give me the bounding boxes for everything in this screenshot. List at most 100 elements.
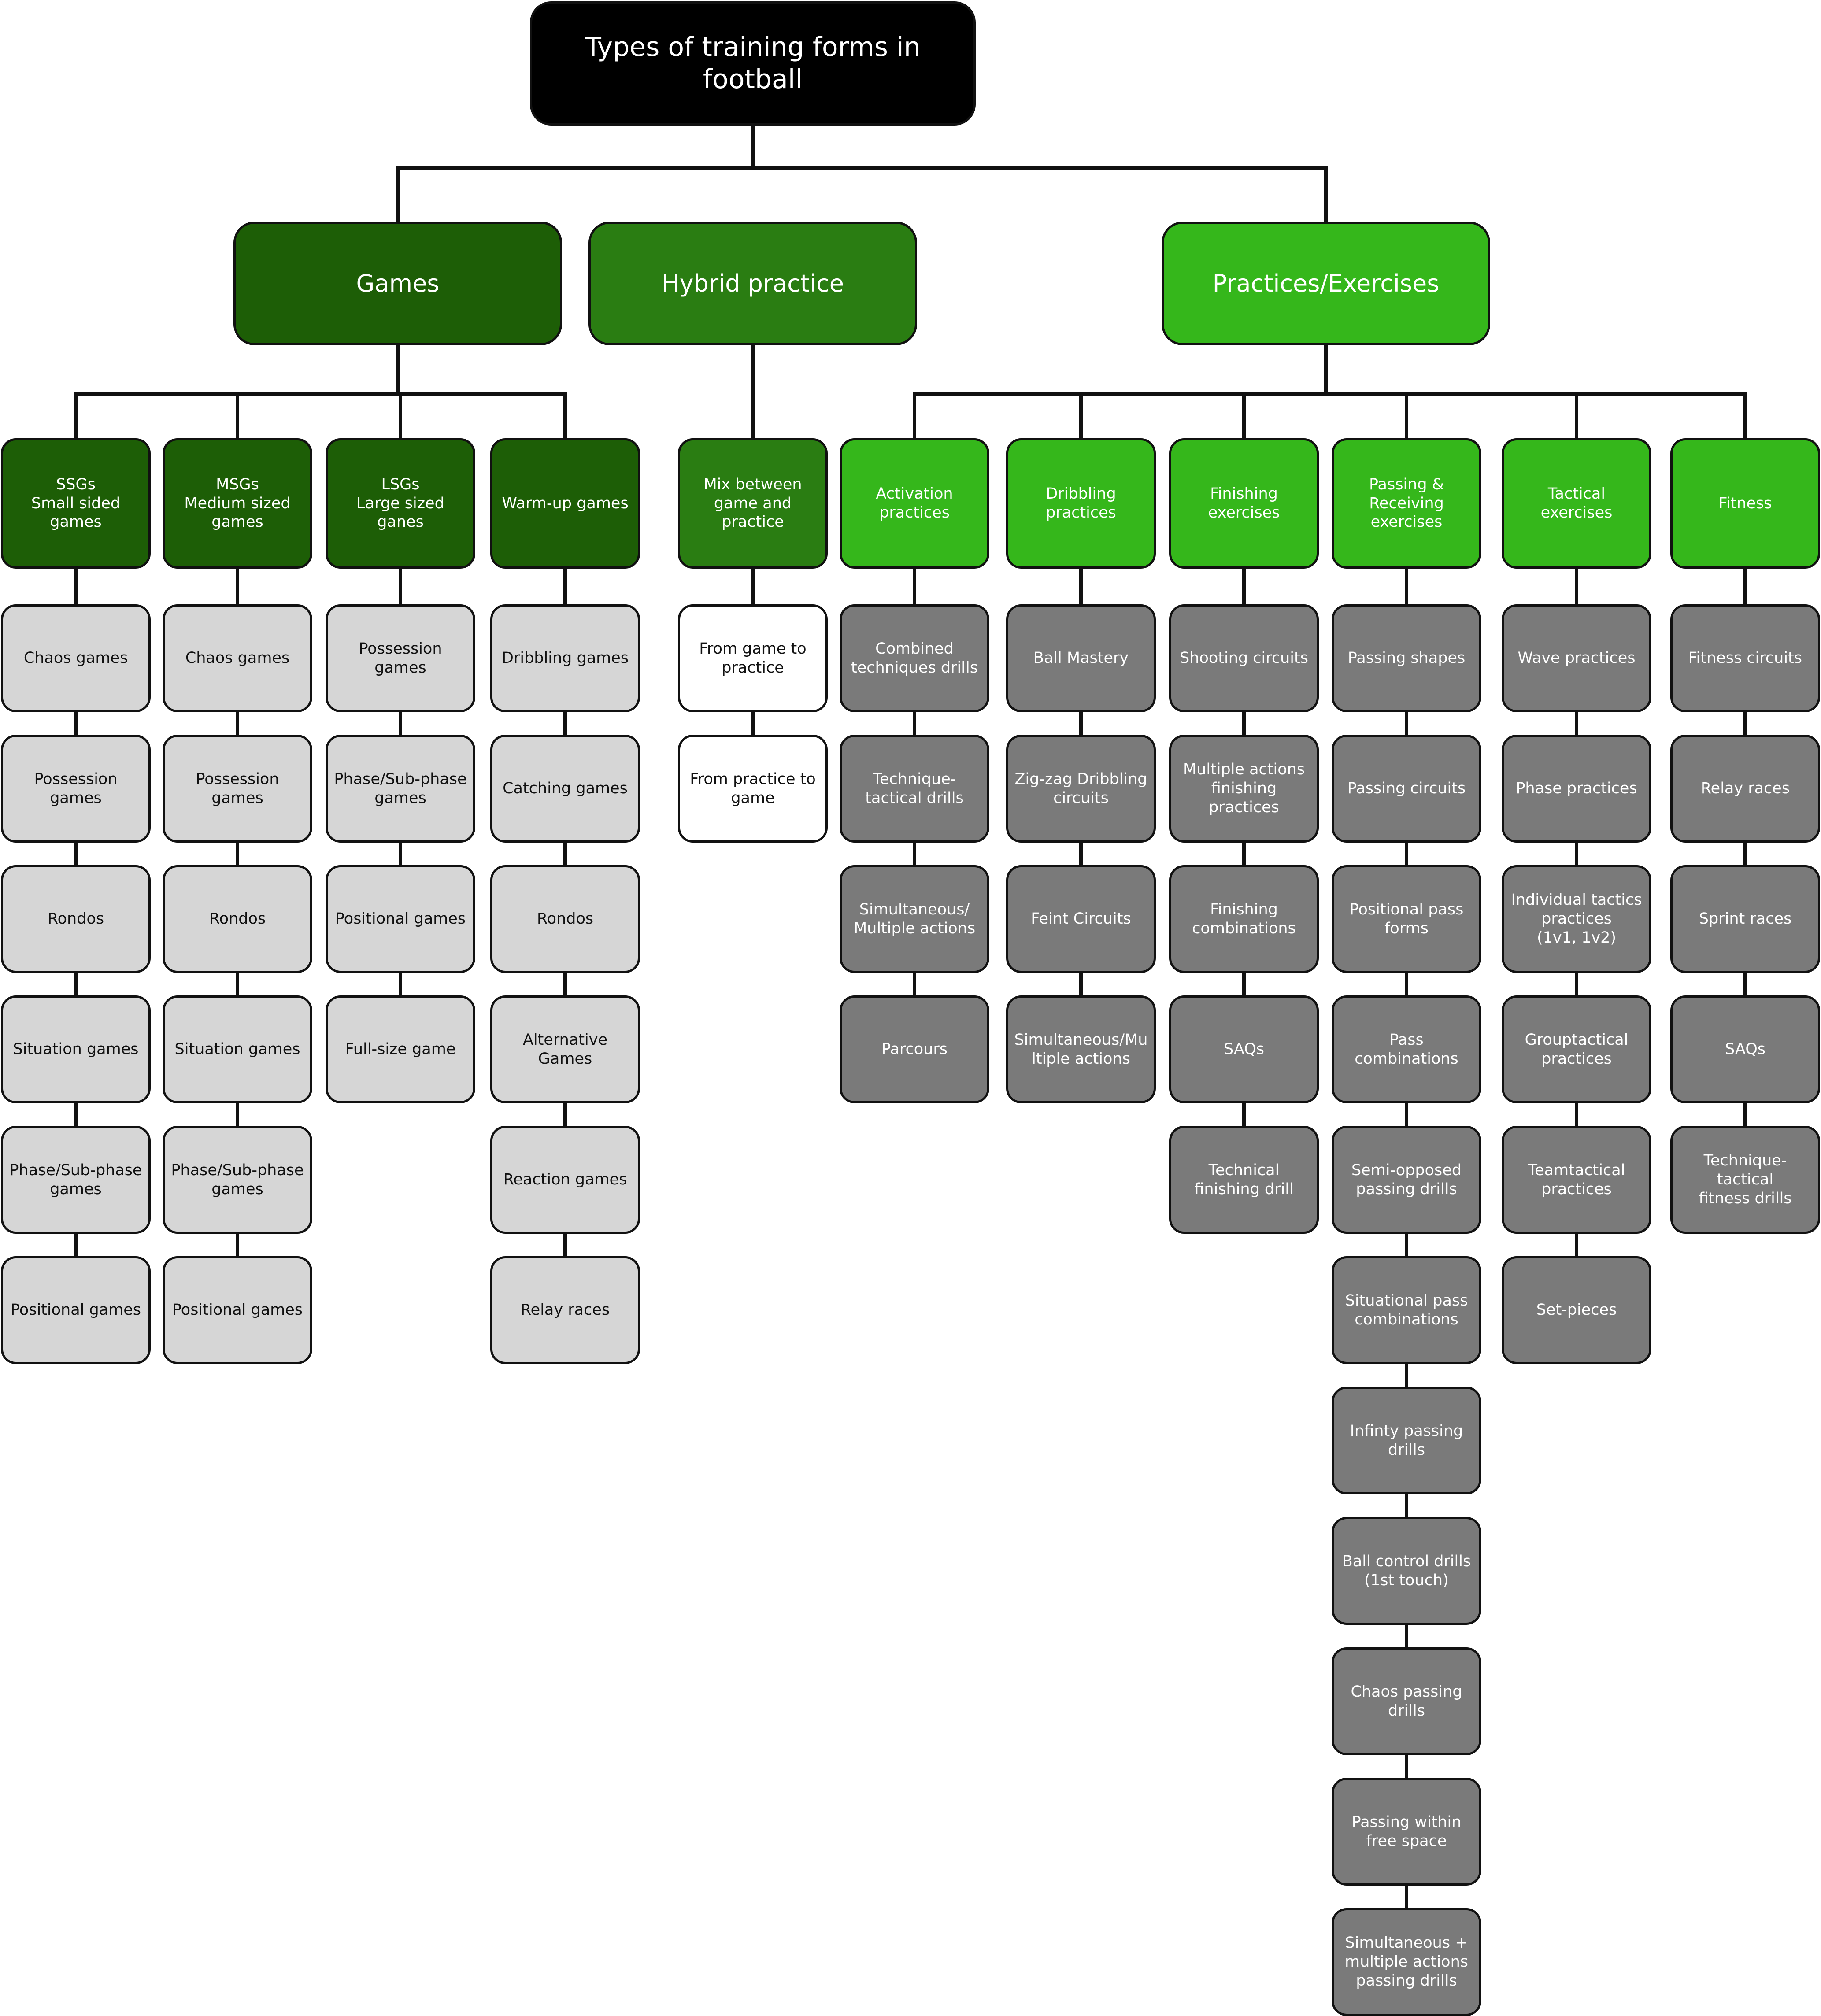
- leaf-item-box: Phase/Sub-phase games: [163, 1126, 312, 1234]
- group-box: Warm-up games: [490, 438, 640, 569]
- leaf-item-box: Rondos: [490, 865, 640, 973]
- leaf-item-label: Relay races: [1700, 780, 1790, 798]
- group-label: Finishing exercises: [1208, 485, 1280, 522]
- leaf-item-label: Ball control drills (1st touch): [1342, 1552, 1471, 1589]
- leaf-item-label: Ball Mastery: [1033, 649, 1129, 667]
- leaf-item-label: Relay races: [520, 1301, 610, 1319]
- leaf-item-box: Catching games: [490, 735, 640, 843]
- group-label: Warm-up games: [502, 494, 629, 512]
- leaf-item-box: Teamtactical practices: [1502, 1126, 1651, 1234]
- leaf-item-label: Semi-opposed passing drills: [1351, 1161, 1462, 1198]
- leaf-item-label: Individual tactics practices (1v1, 1v2): [1511, 891, 1642, 947]
- leaf-item-label: From practice to game: [690, 770, 816, 807]
- leaf-item-label: Set-pieces: [1536, 1301, 1617, 1319]
- leaf-item-label: Wave practices: [1518, 649, 1636, 667]
- leaf-item-box: Relay races: [1670, 735, 1820, 843]
- group-box: LSGs Large sized ganes: [326, 438, 475, 569]
- root-title: Types of training forms in football: [585, 31, 921, 95]
- leaf-item-label: Simultaneous + multiple actions passing …: [1344, 1934, 1469, 1990]
- leaf-item-box: Grouptactical practices: [1502, 995, 1651, 1103]
- leaf-item-label: Technical finishing drill: [1194, 1161, 1294, 1198]
- leaf-item-label: Phase practices: [1516, 780, 1637, 798]
- leaf-item-label: Technique- tactical drills: [865, 770, 964, 807]
- group-box: Activation practices: [840, 438, 989, 569]
- leaf-item-box: Relay races: [490, 1256, 640, 1364]
- leaf-item-box: Situation games: [163, 995, 312, 1103]
- leaf-item-label: Dribbling games: [502, 649, 629, 667]
- leaf-item-label: From game to practice: [699, 640, 807, 677]
- leaf-item-label: Situation games: [13, 1040, 139, 1058]
- leaf-item-box: Positional pass forms: [1332, 865, 1481, 973]
- leaf-item-box: Chaos games: [163, 604, 312, 712]
- leaf-item-box: Ball Mastery: [1006, 604, 1156, 712]
- category-label: Practices/Exercises: [1212, 269, 1440, 297]
- category-hybrid-practice-box: Hybrid practice: [588, 222, 917, 345]
- leaf-item-label: Grouptactical practices: [1525, 1031, 1629, 1068]
- leaf-item-label: Chaos games: [23, 649, 128, 667]
- leaf-item-box: Passing circuits: [1332, 735, 1481, 843]
- leaf-item-box: Infinty passing drills: [1332, 1387, 1481, 1494]
- leaf-item-box: Possession games: [326, 604, 475, 712]
- leaf-item-label: Pass combinations: [1355, 1031, 1458, 1068]
- leaf-item-box: Phase practices: [1502, 735, 1651, 843]
- group-box: Finishing exercises: [1169, 438, 1319, 569]
- leaf-item-box: Semi-opposed passing drills: [1332, 1126, 1481, 1234]
- group-label: Mix between game and practice: [703, 475, 802, 531]
- leaf-item-label: SAQs: [1725, 1040, 1765, 1058]
- leaf-item-label: Shooting circuits: [1180, 649, 1308, 667]
- leaf-item-box: Positional games: [326, 865, 475, 973]
- leaf-item-label: Fitness circuits: [1688, 649, 1802, 667]
- leaf-item-box: Multiple actions finishing practices: [1169, 735, 1319, 843]
- leaf-item-box: Rondos: [1, 865, 151, 973]
- leaf-item-box: From game to practice: [678, 604, 828, 712]
- leaf-item-label: Alternative Games: [522, 1031, 608, 1068]
- leaf-item-box: Zig-zag Dribbling circuits: [1006, 735, 1156, 843]
- leaf-item-label: Infinty passing drills: [1350, 1422, 1463, 1459]
- leaf-item-box: Simultaneous + multiple actions passing …: [1332, 1908, 1481, 2016]
- group-box: Tactical exercises: [1502, 438, 1651, 569]
- leaf-item-box: Technique- tactical drills: [840, 735, 989, 843]
- category-games-box: Games: [233, 222, 562, 345]
- category-label: Games: [356, 269, 440, 297]
- leaf-item-box: SAQs: [1670, 995, 1820, 1103]
- group-box: MSGs Medium sized games: [163, 438, 312, 569]
- leaf-item-label: Simultaneous/Mu ltiple actions: [1014, 1031, 1148, 1068]
- leaf-item-box: Reaction games: [490, 1126, 640, 1234]
- group-box: SSGs Small sided games: [1, 438, 151, 569]
- leaf-item-box: Situation games: [1, 995, 151, 1103]
- group-label: Tactical exercises: [1540, 485, 1613, 522]
- group-label: LSGs Large sized ganes: [356, 475, 444, 531]
- leaf-item-box: Full-size game: [326, 995, 475, 1103]
- leaf-item-label: Multiple actions finishing practices: [1183, 761, 1305, 816]
- leaf-item-box: Ball control drills (1st touch): [1332, 1517, 1481, 1625]
- leaf-item-label: Phase/Sub-phase games: [9, 1161, 142, 1198]
- group-label: Fitness: [1718, 494, 1772, 512]
- leaf-item-label: Possession games: [196, 770, 279, 807]
- leaf-item-box: Fitness circuits: [1670, 604, 1820, 712]
- leaf-item-label: Rondos: [47, 910, 104, 928]
- leaf-item-box: Alternative Games: [490, 995, 640, 1103]
- leaf-item-box: Positional games: [1, 1256, 151, 1364]
- group-box: Passing & Receiving exercises: [1332, 438, 1481, 569]
- group-box: Fitness: [1670, 438, 1820, 569]
- leaf-item-label: Combined techniques drills: [851, 640, 978, 677]
- leaf-item-label: Phase/Sub-phase games: [334, 770, 467, 807]
- leaf-item-label: Passing circuits: [1347, 780, 1466, 798]
- leaf-item-box: Set-pieces: [1502, 1256, 1651, 1364]
- leaf-item-box: Passing shapes: [1332, 604, 1481, 712]
- leaf-item-label: Situational pass combinations: [1345, 1291, 1468, 1328]
- group-box: Mix between game and practice: [678, 438, 828, 569]
- leaf-item-label: Positional games: [10, 1301, 141, 1319]
- leaf-item-label: Teamtactical practices: [1528, 1161, 1625, 1198]
- group-label: MSGs Medium sized games: [184, 475, 291, 531]
- leaf-item-box: Technical finishing drill: [1169, 1126, 1319, 1234]
- group-label: SSGs Small sided games: [31, 475, 121, 531]
- category-label: Hybrid practice: [662, 269, 844, 297]
- leaf-item-label: Passing within free space: [1351, 1813, 1462, 1850]
- leaf-item-box: Feint Circuits: [1006, 865, 1156, 973]
- leaf-item-box: Finishing combinations: [1169, 865, 1319, 973]
- leaf-item-label: Reaction games: [503, 1171, 627, 1189]
- leaf-item-box: Possession games: [163, 735, 312, 843]
- leaf-item-label: Rondos: [209, 910, 266, 928]
- leaf-item-box: Wave practices: [1502, 604, 1651, 712]
